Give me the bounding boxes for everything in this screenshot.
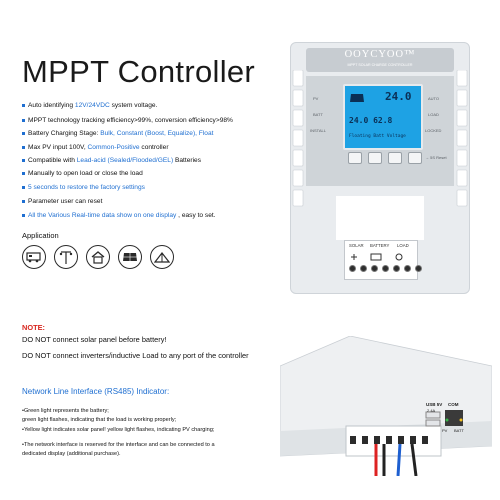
terminal-screws [349, 265, 422, 272]
network-title: Network Line Interface (RS485) Indicator… [22, 387, 170, 396]
terminal-label-load: LOAD [397, 243, 409, 248]
com-label: COM [448, 402, 459, 407]
bullet-icon [22, 199, 25, 203]
side-label-pv: PV [313, 96, 319, 101]
amp-label: 2.4A [427, 408, 436, 413]
controller-header [306, 48, 454, 72]
right-fins [456, 69, 468, 220]
feature-text: Auto identifying [28, 102, 75, 109]
feature-text-end: Batteries [173, 157, 202, 164]
bullet-icon [22, 158, 25, 162]
feature-text-end: system voltage. [109, 102, 158, 109]
feature-item: Manually to open load or close the load [22, 170, 143, 177]
side-label-install: INSTALL [310, 128, 326, 133]
screw [393, 265, 400, 272]
screw [404, 265, 411, 272]
feature-item: Max PV input 100V, Common-Positive contr… [22, 144, 169, 151]
terminal-cover [336, 196, 424, 240]
feature-text: Parameter user can reset [28, 198, 103, 205]
terminal-label-battery: BATTERY [370, 243, 390, 248]
feature-text: Battery Charging Stage: [28, 130, 101, 137]
side-label-locked: LOCKED [425, 128, 442, 133]
feature-text: Max PV input 100V, [28, 144, 88, 151]
feature-item: Battery Charging Stage: Bulk, Constant (… [22, 130, 213, 137]
feature-text: MPPT technology tracking efficiency>99%,… [28, 117, 233, 124]
feature-highlight: 12V/24VDC [74, 102, 110, 109]
lcd-main-reading: 24.0 [385, 90, 412, 103]
terminal-block: SOLAR BATTERY LOAD [344, 240, 422, 280]
network-line-5: dedicated display (additional purchase). [22, 451, 121, 457]
feature-highlight: 5 seconds to restore the factory setting… [28, 184, 145, 191]
feature-item: Parameter user can reset [22, 198, 102, 205]
street-light-icon [54, 245, 78, 269]
reset-label: → 5S Reset [425, 155, 447, 160]
enter-button[interactable] [408, 152, 422, 164]
feature-text: Compatible with [28, 157, 77, 164]
feature-item: 5 seconds to restore the factory setting… [22, 184, 145, 191]
batt-label: BATT [454, 428, 464, 433]
application-title: Application [22, 231, 59, 240]
lcd-solar-icon [349, 90, 365, 108]
feature-text-end: controller [139, 144, 169, 151]
feature-text-end: , easy to set. [176, 212, 216, 219]
network-line-3: •Yellow light indicates solar panel! yel… [22, 427, 215, 433]
screw [415, 265, 422, 272]
feature-highlight: Common-Positive [87, 144, 140, 151]
lcd-status-text: Floating Batt Voltage [349, 134, 406, 139]
feature-item: Auto identifying 12V/24VDC system voltag… [22, 102, 157, 109]
application-icons [22, 245, 174, 269]
terminal-label-solar: SOLAR [349, 243, 364, 248]
side-label-load: LOAD [428, 112, 439, 117]
bullet-icon [22, 103, 25, 107]
controller-bottom-image: USB 5V 2.4A COM PV BATT [279, 335, 493, 477]
note-label: NOTE: [22, 323, 45, 332]
side-label-auto: AUTO [428, 96, 440, 101]
feature-text: Manually to open load or close the load [28, 170, 143, 177]
lcd-display: 24.0 24.0 62.8 Floating Batt Voltage [343, 84, 423, 150]
rv-icon [22, 245, 46, 269]
note-line-1: DO NOT connect solar panel before batter… [22, 335, 167, 344]
pv-label: PV [442, 428, 448, 433]
brand-name: OOYCYOO™ [344, 49, 416, 60]
feature-item: MPPT technology tracking efficiency>99%,… [22, 117, 233, 124]
menu-button[interactable] [348, 152, 362, 164]
left-fins [292, 69, 304, 220]
bullet-icon [22, 118, 25, 122]
brand-subtitle: MPPT SOLAR CHARGE CONTROLLER [347, 63, 413, 67]
bullet-icon [22, 131, 25, 135]
screw [349, 265, 356, 272]
bullet-icon [22, 145, 25, 149]
up-button[interactable] [368, 152, 382, 164]
house-icon [86, 245, 110, 269]
network-line-4: •The network interface is reserved for t… [22, 442, 215, 448]
down-button[interactable] [388, 152, 402, 164]
terminal-symbols [349, 253, 411, 261]
network-line-1: •Green light represents the battery; [22, 408, 109, 414]
lcd-second-reading: 24.0 62.8 [349, 116, 393, 125]
network-line-2: green light flashes, indicating that the… [22, 417, 177, 423]
page-title: MPPT Controller [22, 54, 256, 89]
tent-icon [150, 245, 174, 269]
bullet-icon [22, 213, 25, 217]
feature-highlight: Lead-acid (Sealed/Flooded/GEL) [76, 157, 174, 164]
side-label-batt: BATT [313, 112, 323, 117]
feature-highlight: Bulk, Constant (Boost, Equalize), Float [100, 130, 214, 137]
note-line-2: DO NOT connect inverters/inductive Load … [22, 351, 249, 360]
bullet-icon [22, 185, 25, 189]
feature-highlight: All the Various Real-time data show on o… [28, 212, 177, 219]
feature-item: Compatible with Lead-acid (Sealed/Floode… [22, 157, 201, 164]
screw [382, 265, 389, 272]
screw [360, 265, 367, 272]
bullet-icon [22, 171, 25, 175]
usb-label: USB 5V [426, 402, 443, 407]
solar-panel-icon [118, 245, 142, 269]
screw [371, 265, 378, 272]
feature-item: All the Various Real-time data show on o… [22, 212, 216, 219]
